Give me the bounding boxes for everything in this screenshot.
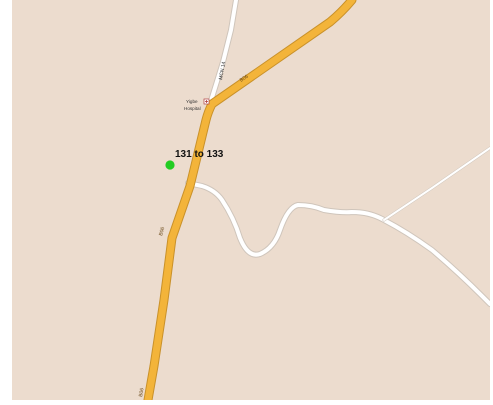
poi-name-line2: Hospital [184, 106, 201, 111]
address-label: 131 to 133 [175, 149, 224, 160]
minor-road-north[interactable] [207, 0, 239, 107]
primary-road[interactable] [143, 0, 357, 400]
minor-road-east[interactable] [185, 180, 490, 307]
poi-name-line1: Yigbe [186, 99, 198, 104]
map-background [12, 0, 490, 400]
road-ref-label-3: B06 [138, 387, 145, 397]
hospital-poi[interactable]: Yigbe Hospital [184, 98, 210, 111]
track-northeast[interactable] [382, 146, 490, 222]
location-dot-icon[interactable] [165, 160, 175, 170]
map-canvas[interactable]: B06 B06 B06 MCN 14 Yigbe Hospital 131 to… [12, 0, 490, 400]
road-ref-label-1: B06 [239, 74, 250, 84]
minor-road-name: MCN 14 [218, 61, 227, 80]
map-view[interactable]: B06 B06 B06 MCN 14 Yigbe Hospital 131 to… [12, 0, 490, 400]
road-ref-label-2: B06 [158, 226, 166, 236]
hospital-marker-icon[interactable] [203, 98, 210, 105]
